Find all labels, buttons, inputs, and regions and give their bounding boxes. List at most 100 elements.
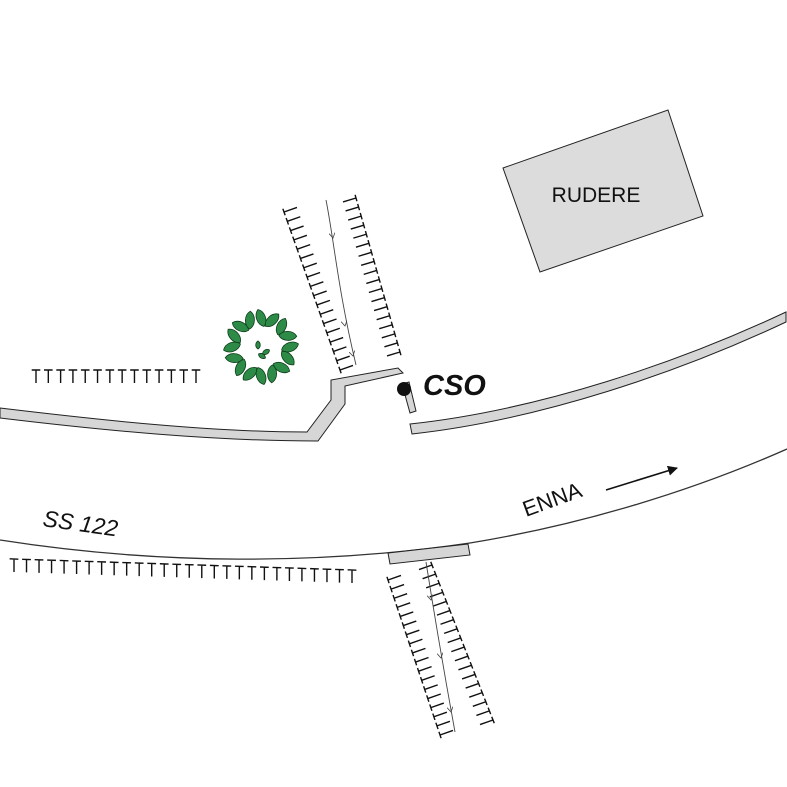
left-wall <box>0 367 404 442</box>
hachure-symbol <box>433 598 449 607</box>
hachure-symbol <box>429 588 445 598</box>
site-marker-icon <box>397 382 411 396</box>
hachure-symbol <box>117 369 127 383</box>
direction-label: ENNA <box>519 477 585 522</box>
hachure-symbol <box>432 711 448 721</box>
hachure-symbol <box>404 629 420 639</box>
hachure-symbol <box>418 561 434 571</box>
hachure-symbol <box>154 369 164 383</box>
hachure-symbol <box>328 336 344 346</box>
hachure-symbol <box>9 558 19 572</box>
site-marker: CSO <box>397 370 486 402</box>
hachure-symbol <box>159 563 169 577</box>
tree-leaf <box>265 313 280 327</box>
upper-stream-flow <box>325 199 357 366</box>
hachure-symbol <box>184 563 194 578</box>
hachure-symbol <box>335 568 344 583</box>
hachure-symbol <box>311 290 327 300</box>
hachure-symbol <box>22 558 31 573</box>
flow-arrow-icon <box>343 316 345 326</box>
tree-leaf <box>227 328 241 343</box>
hachure-symbol <box>298 253 314 262</box>
tree-leaf <box>278 331 298 341</box>
hachure-row-lower-stream-left <box>386 574 454 739</box>
hachure-symbol <box>288 225 304 235</box>
hachure-symbol <box>68 369 78 383</box>
hachure-symbol <box>465 680 481 689</box>
hachure-symbol <box>429 702 445 712</box>
hachure-symbol <box>334 355 350 365</box>
hachure-symbol <box>395 602 411 611</box>
hachure-row-lower-stream-right <box>418 561 495 726</box>
tree-leaf <box>281 351 295 366</box>
tree-leaf <box>258 353 266 359</box>
hachure-symbol <box>109 561 119 576</box>
hachure-symbol <box>451 643 467 653</box>
road-label: SS 122 <box>41 505 120 541</box>
site-label: CSO <box>423 370 486 402</box>
hachure-symbol <box>321 318 337 328</box>
hachure-symbol <box>72 560 81 575</box>
hachure-symbol <box>209 564 219 579</box>
hachure-symbol <box>31 369 41 383</box>
hachure-symbol <box>401 620 417 630</box>
hachure-symbol <box>436 607 452 616</box>
hachure-symbol <box>440 616 456 625</box>
lower-stream-flow <box>425 561 456 733</box>
hachure-symbol <box>435 720 451 730</box>
hachure-symbol <box>310 567 319 582</box>
hachure-symbol <box>34 558 44 573</box>
hachure-symbol <box>447 634 463 644</box>
upper-road-edge <box>0 311 787 442</box>
hachure-symbol <box>419 675 435 684</box>
tree-leaf <box>242 367 257 381</box>
tree-leaf <box>255 367 267 385</box>
hachure-symbol <box>282 206 298 216</box>
stream-flow-lines <box>325 199 456 733</box>
hachure-symbol <box>363 267 379 276</box>
hachure-symbol <box>84 560 94 575</box>
hachure-symbol <box>350 221 366 230</box>
hachure-symbol <box>297 567 307 582</box>
direction-indicator: ENNA <box>519 465 678 522</box>
hachure-symbol <box>425 579 442 589</box>
tree-leaf <box>231 320 250 333</box>
hachure-symbol <box>331 346 347 355</box>
hachure-symbol <box>47 559 56 574</box>
lower-road-edge <box>0 448 787 565</box>
tree-leaf <box>234 358 247 377</box>
hachure-symbol <box>308 281 324 290</box>
hachure-symbol <box>454 652 470 662</box>
hachure-symbol <box>318 309 334 318</box>
hachure-row-upper-stream-left <box>282 206 354 374</box>
hachure-symbol <box>416 665 432 675</box>
hachure-symbol <box>368 285 384 294</box>
hachure-symbol <box>315 299 331 309</box>
hachure-symbol <box>398 611 414 620</box>
hachure-symbol <box>44 369 53 383</box>
hachure-symbol <box>371 294 387 303</box>
lower-culvert-headwall <box>387 543 471 565</box>
tree-leaf <box>281 341 299 353</box>
hachure-symbol <box>147 562 157 577</box>
tree-leaf <box>267 364 277 384</box>
hachure-symbol <box>292 234 308 244</box>
tree-leaf <box>224 353 244 363</box>
hachure-row-lower-left <box>9 558 357 583</box>
tree-leaf <box>272 361 291 374</box>
hachure-symbol <box>479 716 495 726</box>
hachure-symbol <box>345 203 361 212</box>
tree-leaf <box>223 341 241 353</box>
hachure-symbol <box>122 561 132 576</box>
hachure-row-upper-stream-right <box>342 194 402 357</box>
right-wall <box>409 311 787 435</box>
hachure-symbol <box>285 216 301 225</box>
hachure-symbol <box>191 369 201 383</box>
embankment-hachures <box>9 194 495 739</box>
hachure-symbol <box>472 698 488 707</box>
hachure-symbol <box>461 670 477 680</box>
hachure-symbol <box>366 276 381 285</box>
hachure-symbol <box>422 570 438 580</box>
tree-leaf <box>275 317 288 336</box>
hachure-symbol <box>410 647 426 657</box>
